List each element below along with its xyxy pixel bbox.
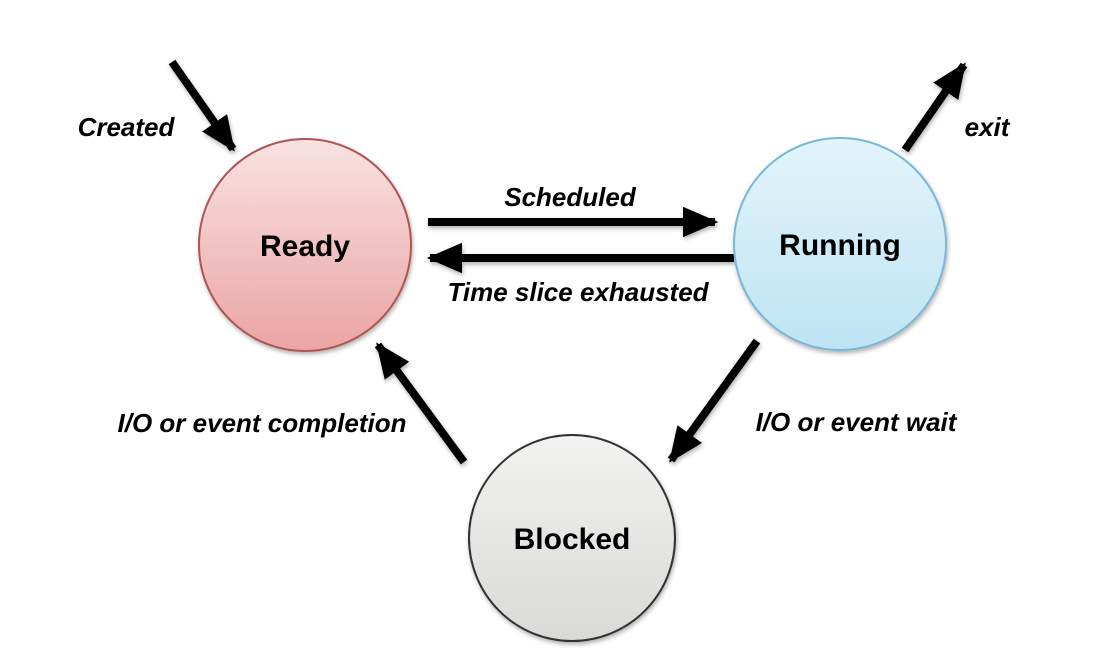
blocked-circle [468,434,676,642]
transition-arrows [168,59,968,465]
running-circle [733,137,947,351]
ready-circle [198,138,412,352]
running-label: Running [779,229,901,262]
state-ready: Ready [198,138,412,352]
io-event-wait-arrow-label: I/O or event wait [756,407,958,437]
io-event-wait-arrow [667,338,761,463]
created-arrow-label: Created [78,112,176,142]
io-event-completion-arrow-label: I/O or event completion [118,408,407,438]
state-blocked: Blocked [468,434,676,642]
io-event-completion-arrow [374,342,468,465]
exit-arrow [901,62,968,153]
blocked-label: Blocked [514,523,631,556]
scheduled-arrow-label: Scheduled [504,182,637,212]
transition-labels: Created Scheduled Time slice exhausted e… [78,112,1011,438]
ready-label: Ready [260,230,350,263]
time-slice-exhausted-arrow-label: Time slice exhausted [447,277,709,307]
state-running: Running [733,137,947,351]
created-arrow [168,59,237,152]
exit-arrow-label: exit [965,112,1011,142]
